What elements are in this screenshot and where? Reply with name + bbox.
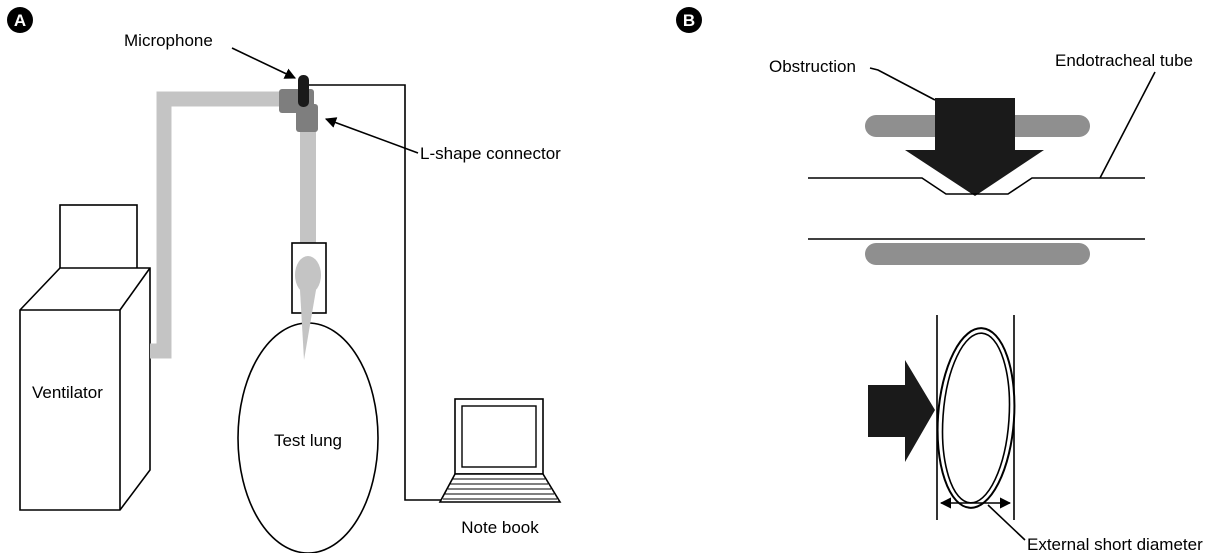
microphone-label: Microphone (124, 31, 213, 50)
notebook-laptop-icon (438, 398, 562, 503)
panel-a-badge: A (14, 11, 26, 30)
obstruction-arrow (905, 98, 1044, 196)
lung-bulb (295, 256, 321, 294)
tube-ellipse-inner (941, 332, 1011, 504)
obstruction-label: Obstruction (769, 57, 856, 76)
panel-b-badge: B (683, 11, 695, 30)
side-pressure-arrow (868, 360, 935, 462)
diameter-leader (987, 504, 1026, 541)
microphone-cable (309, 84, 443, 501)
ventilator: Ventilator (19, 204, 151, 511)
panel-b-badge-circle (676, 7, 702, 33)
panel-b: B Obstruction Endotracheal tube External… (676, 7, 1203, 553)
notebook-label: Note book (461, 518, 539, 537)
tube-cross-section (868, 315, 1026, 541)
compression-bar-bottom (865, 243, 1090, 265)
ventilator-body (19, 267, 151, 511)
microphone-icon (298, 75, 309, 107)
tube-leader (1099, 71, 1156, 179)
panel-a-badge-circle (7, 7, 33, 33)
lung-tip (300, 290, 316, 360)
connector-vertical (296, 104, 318, 132)
connector-arrow (324, 117, 419, 154)
obstruction-leader (869, 67, 936, 101)
test-lung-label: Test lung (274, 431, 342, 450)
test-lung: Test lung (237, 242, 379, 553)
diameter-label: External short diameter (1027, 535, 1203, 553)
tube-label: Endotracheal tube (1055, 51, 1193, 70)
ventilator-top-box (59, 204, 138, 273)
panel-a: A Ventilator Test lung (7, 7, 562, 553)
ventilator-label: Ventilator (32, 383, 103, 402)
microphone-arrow (231, 47, 297, 79)
ventilator-tube (150, 91, 290, 359)
connector-label: L-shape connector (420, 144, 561, 163)
tube-top-wall (808, 177, 1145, 195)
